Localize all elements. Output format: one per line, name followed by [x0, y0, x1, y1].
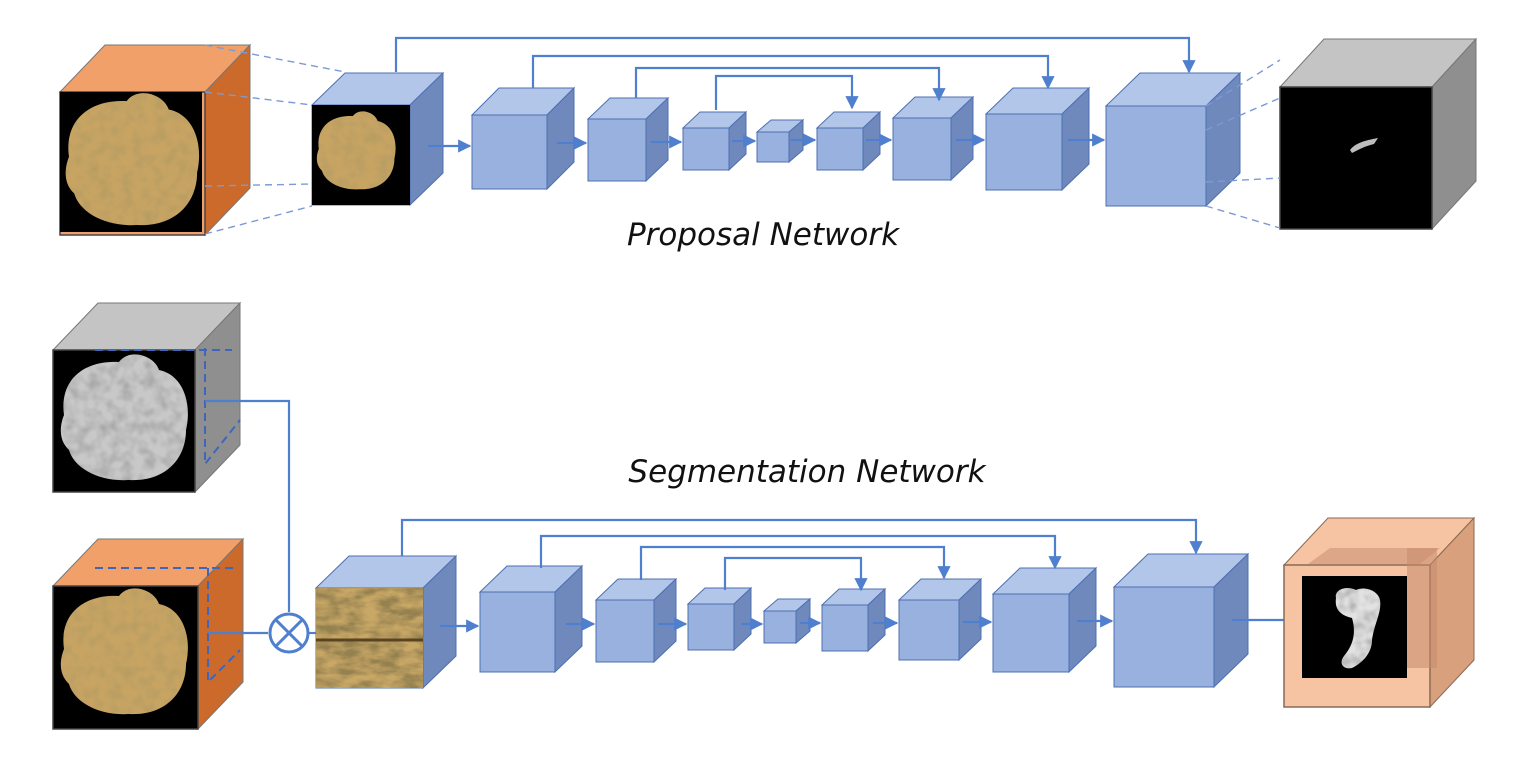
segmentation-network — [51, 301, 1476, 731]
brain-gold-render — [60, 588, 188, 715]
proposal-output-volume — [1278, 37, 1478, 231]
input-volume — [58, 43, 252, 237]
skip-connection — [723, 556, 868, 592]
segmentation-network-label: Segmentation Network — [628, 454, 986, 490]
proposal-block-9 — [1104, 71, 1242, 208]
projection-line — [1205, 205, 1281, 229]
projection-line — [1205, 59, 1281, 107]
proposal-block-2-front-face — [471, 114, 548, 190]
cropped-patch-texture — [316, 588, 423, 688]
crop-box-dashed — [207, 568, 241, 685]
proposal-block-3-front-face — [587, 118, 647, 182]
proposal-network — [58, 36, 1478, 237]
segmentation-block-7-front-face — [898, 599, 960, 661]
segmented-structure — [1335, 587, 1381, 669]
proposal-block-8 — [984, 86, 1091, 192]
proposal-block-5-front-face — [756, 131, 790, 163]
circled-times-icon — [268, 612, 310, 654]
proposal-network-label: Proposal Network — [627, 217, 900, 253]
brain-gold-small-shape — [316, 111, 396, 190]
segmentation-block-6-front-face — [821, 604, 869, 652]
segmentation-block-4-front-face — [687, 603, 735, 651]
brain-silver-render — [60, 354, 188, 481]
brain-gold-small — [316, 111, 396, 190]
segmentation-block-5 — [762, 597, 812, 645]
proposal-block-4-front-face — [682, 127, 730, 171]
projection-line — [204, 205, 313, 235]
proposal-block-7 — [891, 95, 975, 182]
segmentation-block-3 — [594, 577, 678, 664]
skip-connection — [531, 54, 1055, 90]
projection-line — [1205, 97, 1281, 131]
segmentation-block-2 — [478, 564, 584, 674]
proposal-block-3 — [586, 96, 670, 183]
proposal-block-1 — [310, 71, 445, 207]
skip-connection — [634, 66, 946, 102]
proposal-block-6-front-face — [816, 127, 864, 171]
proposal-block-7-front-face — [892, 117, 952, 181]
segmentation-block-4 — [686, 586, 753, 652]
segmentation-block-5-front-face — [763, 610, 797, 644]
gray-brain-volume — [51, 301, 242, 494]
predicted-mask — [1350, 138, 1378, 153]
segmentation-block-7 — [897, 577, 983, 662]
mask-connector-line — [205, 399, 291, 612]
segmentation-block-1 — [314, 554, 458, 690]
segmentation-block-3-front-face — [595, 599, 655, 663]
brain-gold-render-shape — [60, 588, 188, 715]
skip-connection — [539, 534, 1062, 570]
skip-connection — [714, 74, 859, 110]
segmentation-block-2-front-face — [479, 591, 556, 673]
segmentation-block-8 — [991, 566, 1098, 674]
segmentation-block-8-front-face — [992, 593, 1070, 673]
projection-line — [204, 183, 313, 187]
proposal-block-9-front-face — [1105, 105, 1207, 207]
inner-cube-side — [1407, 548, 1437, 668]
proposal-output-volume-front-face — [1279, 86, 1433, 230]
skip-connection — [639, 545, 951, 580]
projection-line — [204, 91, 313, 106]
segmentation-output-volume — [1282, 516, 1476, 709]
projection-line — [1205, 177, 1281, 183]
skip-connection — [394, 36, 1196, 74]
proposal-block-8-front-face — [985, 113, 1063, 191]
brain-silver-render-shape — [60, 354, 188, 481]
segmentation-block-9-front-face — [1113, 586, 1215, 688]
proposal-block-2 — [470, 86, 576, 191]
skip-connection — [400, 518, 1203, 556]
multiply-stroke — [274, 618, 304, 648]
segmentation-block-6 — [820, 587, 887, 653]
segmentation-block-9 — [1112, 552, 1250, 689]
brain-gold-render — [65, 93, 200, 226]
brain-gold-render-shape — [65, 93, 200, 226]
